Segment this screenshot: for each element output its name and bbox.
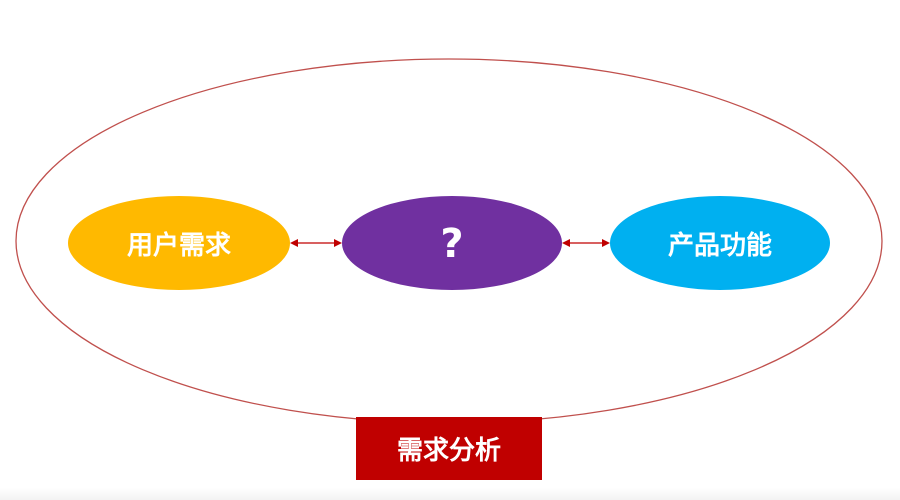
user-needs-label: 用户需求	[126, 231, 231, 261]
user-needs-ellipse	[68, 196, 290, 290]
question-ellipse	[342, 196, 562, 290]
question-label: ?	[440, 220, 464, 267]
product-features-label: 产品功能	[667, 231, 772, 261]
bottom-edge	[0, 488, 900, 500]
product-features-ellipse	[610, 196, 830, 290]
requirements-analysis-title: 需求分析	[356, 417, 542, 480]
